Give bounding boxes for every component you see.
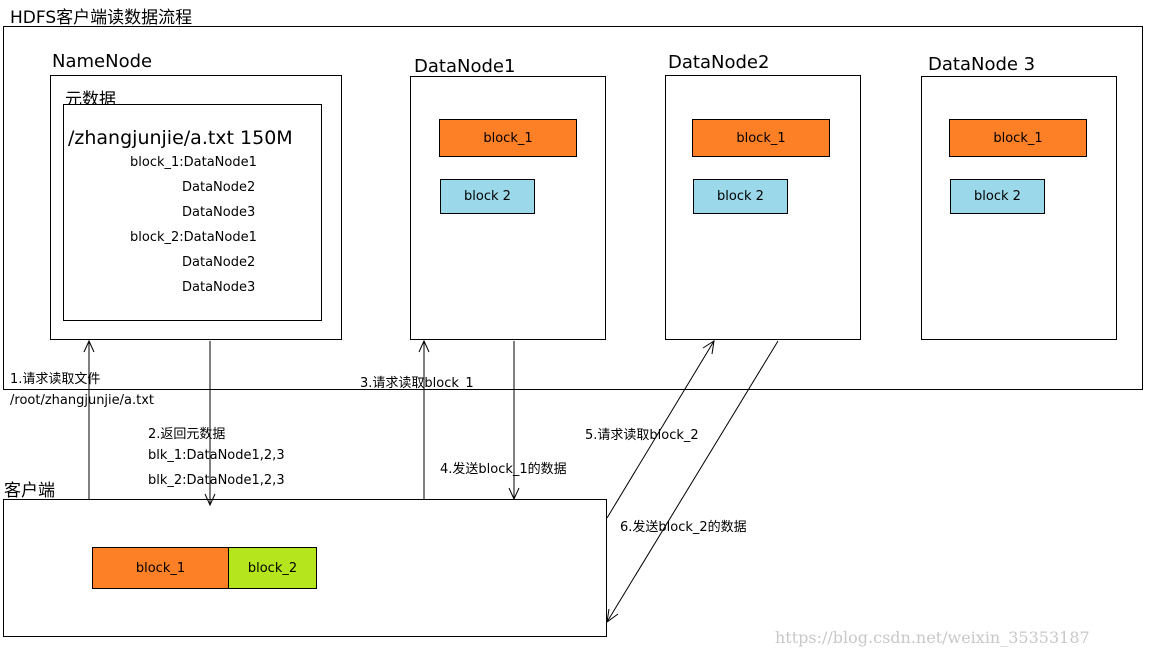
datanode1-block1: block_1 (439, 119, 577, 157)
step1-path: /root/zhangjunjie/a.txt (10, 393, 155, 408)
step1-label: 1.请求读取文件 (10, 372, 101, 387)
step3-label: 3.请求读取block_1 (360, 376, 474, 391)
datanode2-label: DataNode2 (668, 52, 770, 73)
meta-entry: block_2:DataNode1 (130, 230, 257, 245)
step6-label: 6.发送block_2的数据 (620, 520, 747, 535)
meta-entry: DataNode3 (182, 205, 256, 220)
meta-entry: DataNode3 (182, 280, 256, 295)
datanode1-label: DataNode1 (414, 56, 516, 77)
metadata-box (63, 104, 322, 321)
step2-line2: blk_2:DataNode1,2,3 (148, 473, 285, 488)
step2-line1: blk_1:DataNode1,2,3 (148, 448, 285, 463)
step2-label: 2.返回元数据 (148, 427, 226, 442)
datanode3-label: DataNode 3 (928, 54, 1036, 75)
file-line: /zhangjunjie/a.txt 150M (68, 127, 293, 149)
datanode2-block1: block_1 (692, 119, 830, 157)
client-block1: block_1 (92, 547, 229, 589)
step5-label: 5.请求读取block_2 (585, 428, 699, 443)
meta-entry: block_1:DataNode1 (130, 155, 257, 170)
datanode3-block1: block_1 (949, 119, 1087, 157)
meta-entry: DataNode2 (182, 180, 256, 195)
datanode3-block2: block 2 (950, 179, 1045, 214)
namenode-label: NameNode (52, 51, 153, 72)
client-block2: block_2 (228, 547, 317, 589)
arrow-step4-head (508, 487, 520, 501)
step4-label: 4.发送block_1的数据 (440, 462, 567, 477)
watermark: https://blog.csdn.net/weixin_35353187 (775, 628, 1090, 647)
meta-entry: DataNode2 (182, 255, 256, 270)
diagram-title: HDFS客户端读数据流程 (10, 8, 193, 28)
datanode1-block2: block 2 (440, 179, 535, 214)
arrow-step6-head (606, 608, 619, 624)
datanode2-block2: block 2 (693, 179, 788, 214)
client-label: 客户端 (4, 481, 55, 501)
